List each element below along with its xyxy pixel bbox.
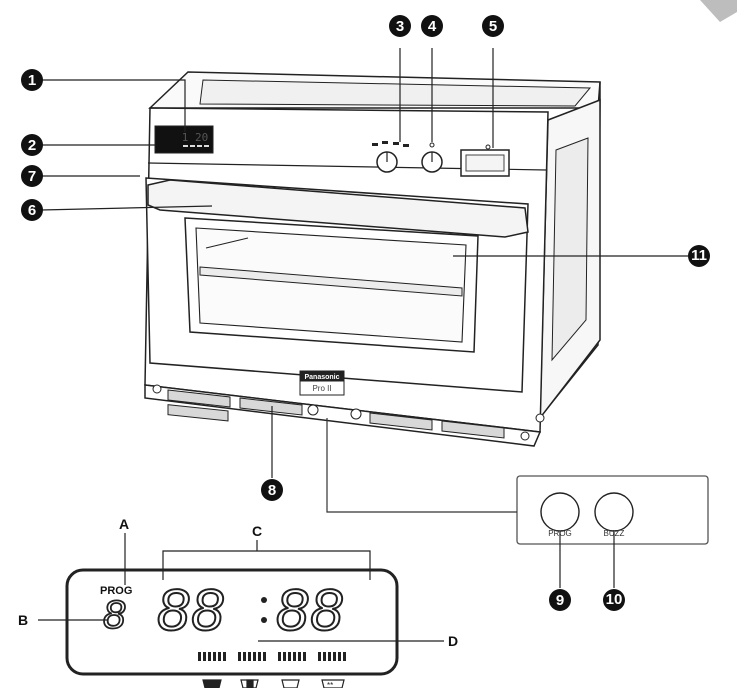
connector-line (326, 418, 517, 513)
buzz-button[interactable] (594, 492, 634, 532)
svg-text:6: 6 (28, 202, 36, 219)
svg-text:3: 3 (396, 18, 404, 35)
power-knob-markers (372, 141, 409, 147)
lcd-display: PROG 8 88 88 (65, 568, 399, 676)
base-vents (144, 384, 545, 447)
high-power-icon (202, 679, 222, 689)
svg-text:8: 8 (268, 482, 276, 499)
lcd-digits-right: 88 (276, 578, 345, 643)
brand-model: Pro II (312, 384, 331, 393)
svg-text:4: 4 (428, 18, 437, 35)
callout-5: 5 (482, 15, 504, 37)
control-panel: 1 20 (147, 125, 547, 177)
low-power-icon (281, 679, 300, 689)
lcd-power-bars (198, 652, 346, 661)
oven-display-readout: 1 20 (182, 131, 209, 144)
svg-text:10: 10 (606, 591, 623, 608)
svg-text:5: 5 (489, 18, 497, 35)
callout-6: 6 (21, 199, 43, 221)
power-level-icons: ** (202, 679, 345, 690)
svg-text:**: ** (327, 681, 333, 688)
brand-plate: Panasonic Pro II (299, 370, 345, 396)
leader-lines (38, 48, 688, 642)
svg-text:9: 9 (556, 592, 564, 609)
lcd-colon-top (261, 597, 267, 603)
svg-text:1: 1 (28, 72, 36, 89)
callout-10: 10 (603, 589, 625, 611)
label-c: C (252, 523, 262, 539)
lcd-prog-digit: 8 (103, 593, 126, 637)
lcd-frame (65, 568, 399, 676)
callout-1: 1 (21, 69, 43, 91)
lcd-prog-label: PROG (100, 585, 132, 597)
prog-button[interactable] (540, 492, 580, 532)
callout-7: 7 (21, 165, 43, 187)
callout-4: 4 (421, 15, 443, 37)
oven-door (145, 177, 529, 393)
svg-text:11: 11 (691, 247, 707, 264)
corner-badge (700, 0, 737, 22)
lcd-colon-bottom (261, 617, 267, 623)
callout-3: 3 (389, 15, 411, 37)
oven-side-vent (551, 137, 589, 362)
door-handle[interactable] (147, 179, 529, 238)
callout-11: 11 (688, 245, 710, 267)
brand-name: Panasonic (304, 374, 339, 381)
label-d: D (448, 633, 458, 649)
callout-9: 9 (549, 589, 571, 611)
oven-display-window (154, 125, 214, 154)
label-b: B (18, 612, 28, 628)
oven-display-bars (183, 145, 209, 147)
svg-text:7: 7 (28, 168, 36, 185)
callout-2: 2 (21, 134, 43, 156)
label-a: A (119, 516, 129, 532)
svg-text:2: 2 (28, 137, 36, 154)
callout-8: 8 (261, 479, 283, 501)
lcd-digits-left: 88 (157, 578, 226, 643)
